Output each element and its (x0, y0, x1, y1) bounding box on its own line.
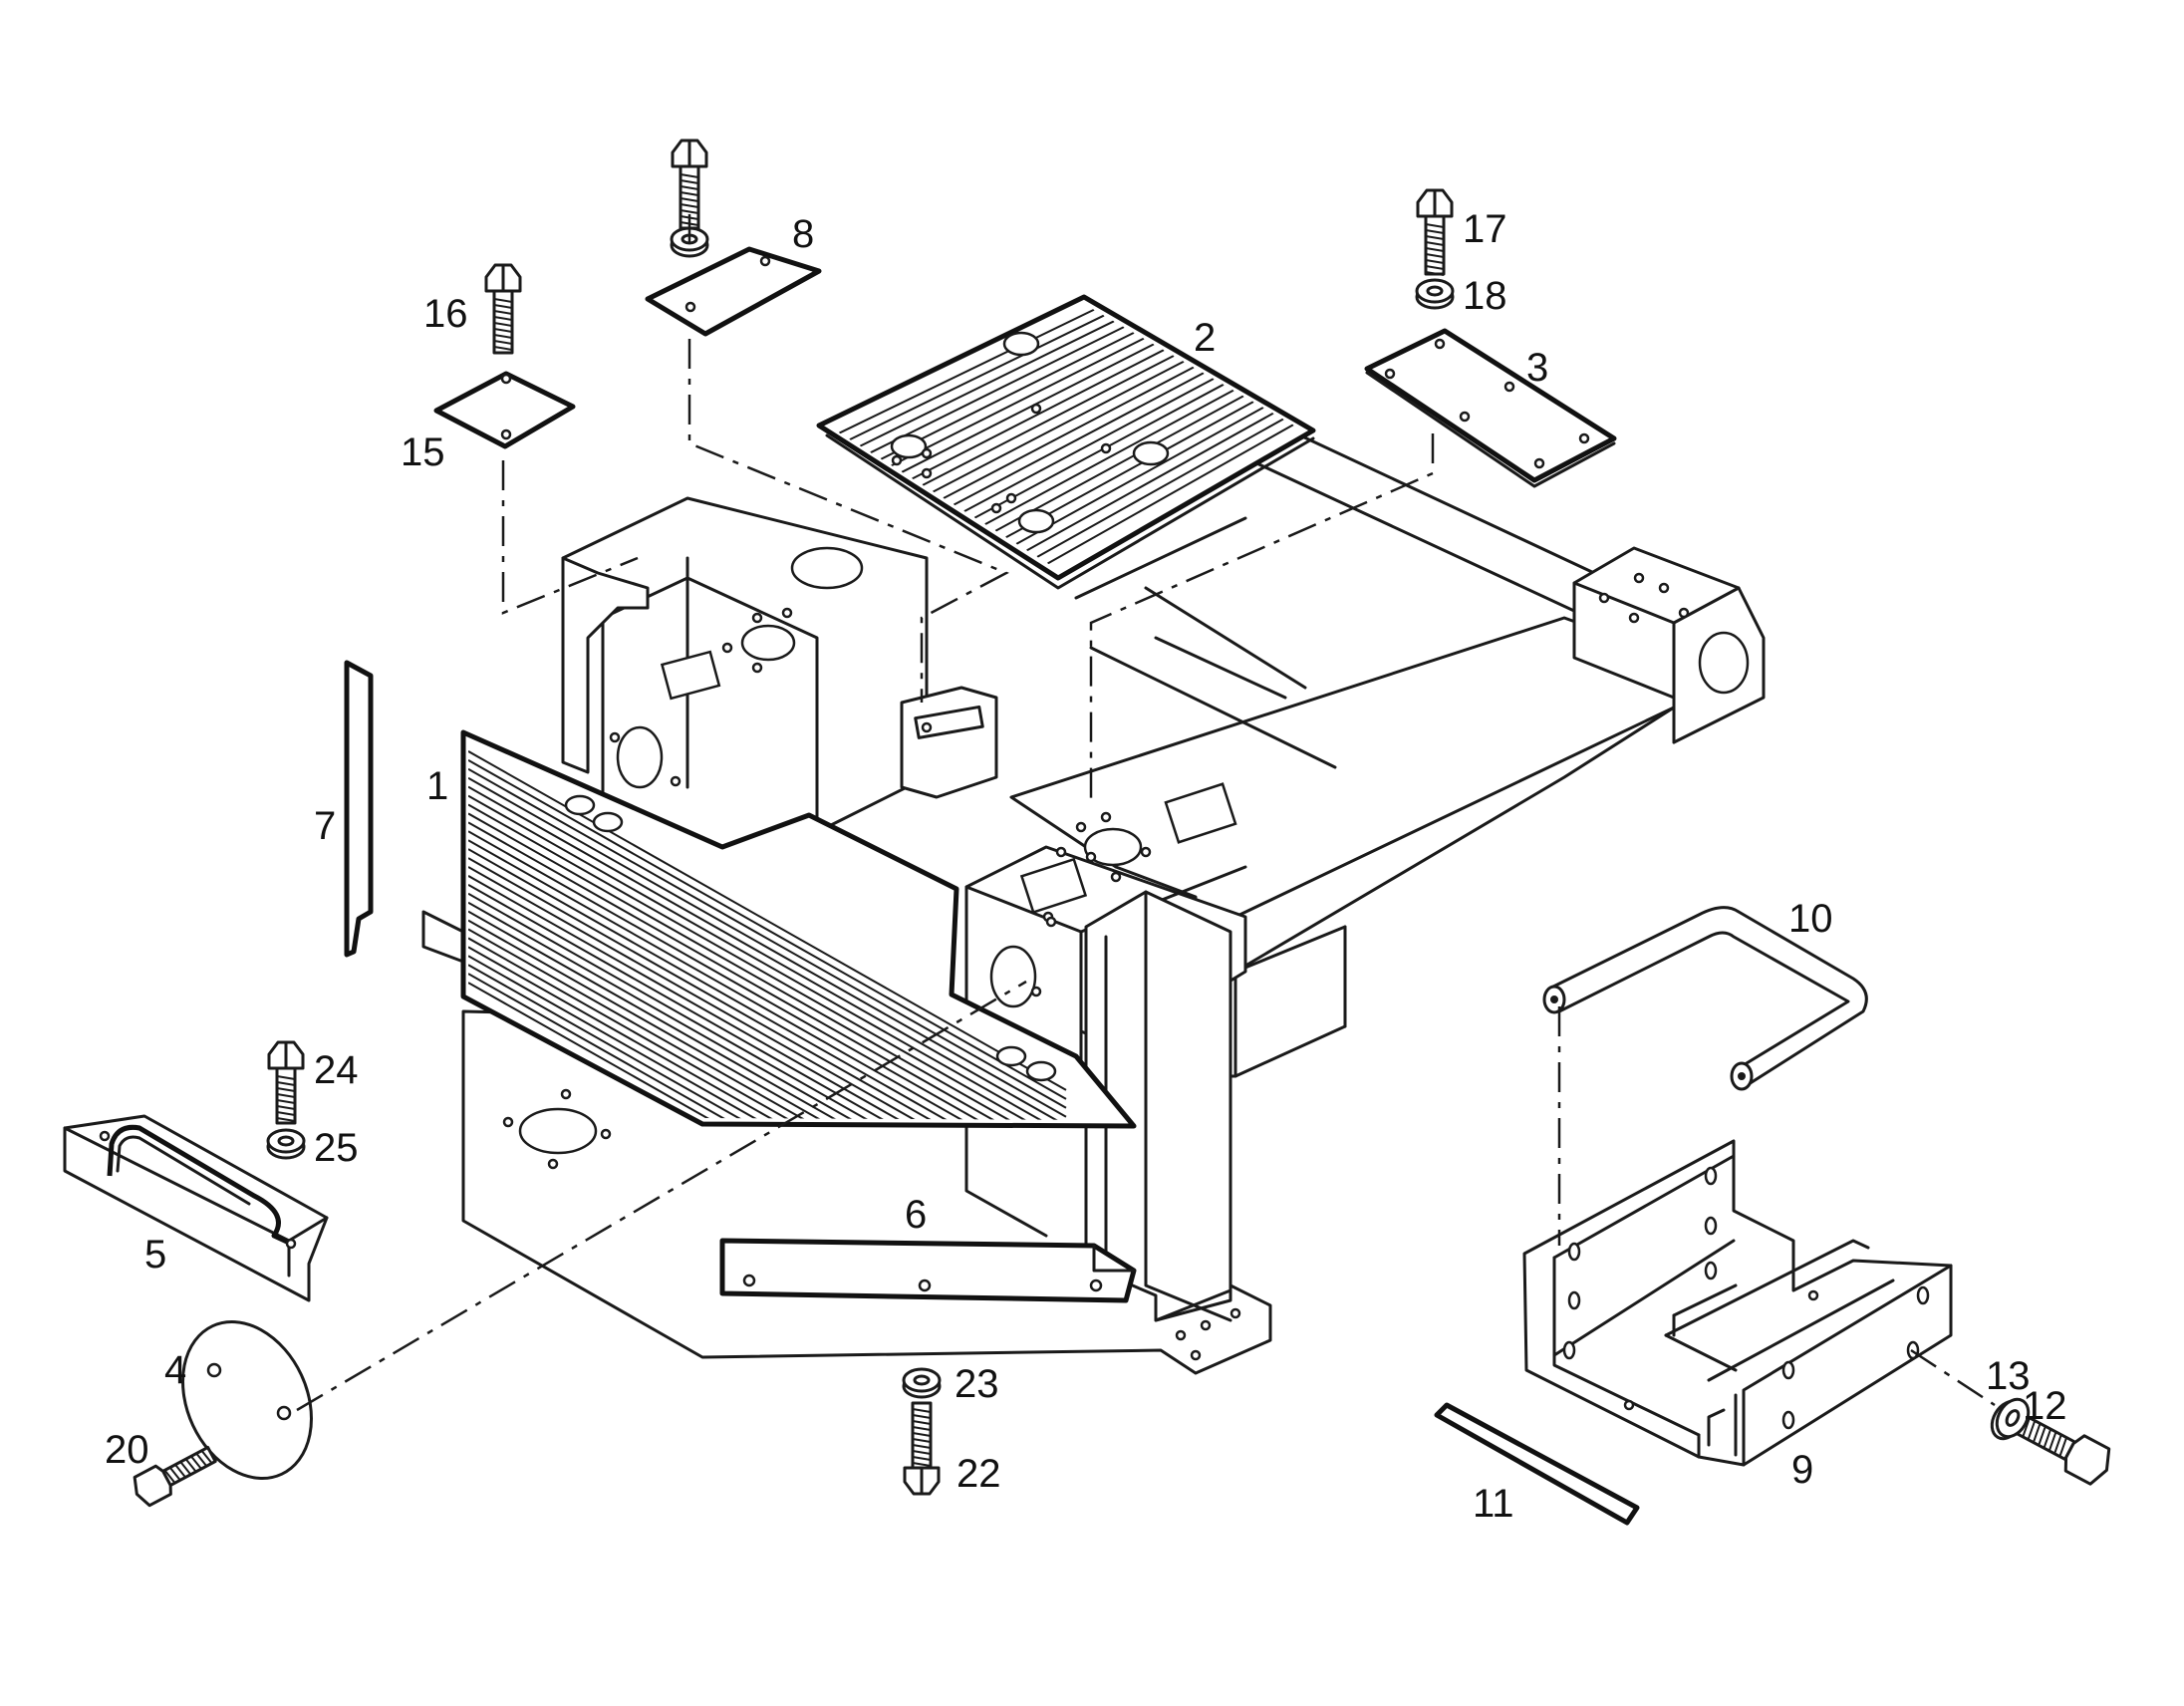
callout-label: 10 (1788, 897, 1833, 941)
callout-label: 23 (955, 1362, 999, 1406)
callout-label: 4 (164, 1348, 186, 1392)
washer-icon (266, 1128, 306, 1160)
callout-label: 5 (144, 1233, 166, 1277)
washer-icon (1415, 278, 1455, 310)
washer-icon (1990, 1397, 2031, 1441)
callouts: 1 2 3 4 5 6 7 8 9 10 11 12 13 15 16 17 1… (105, 207, 2067, 1526)
part-7-strip (344, 660, 374, 958)
callout-label: 9 (1791, 1448, 1813, 1492)
bolt-icon (671, 139, 708, 230)
washer-icon (902, 1367, 942, 1399)
callout-label: 3 (1526, 346, 1548, 390)
bolt-icon (484, 263, 522, 355)
callout-label: 20 (105, 1428, 149, 1472)
bolt-icon (133, 1445, 218, 1508)
frame-left-post (561, 556, 650, 774)
frame-center-bracket (900, 686, 998, 799)
part-2-top-plate (816, 294, 1316, 590)
callout-label: 13 (1986, 1354, 2031, 1398)
part-5-handle-bracket (63, 1114, 329, 1302)
part-10-u-handle (1542, 906, 1868, 1091)
callout-label: 18 (1463, 274, 1507, 318)
part-1-front-plate (460, 729, 1137, 1129)
bolt-icon (1416, 188, 1454, 276)
callout-label: 7 (314, 804, 336, 848)
part-3-plate (1364, 328, 1617, 488)
part-4-cover (181, 1319, 313, 1481)
part-8-plate (645, 246, 822, 337)
callout-label: 12 (2023, 1384, 2067, 1428)
callout-label: 2 (1194, 316, 1216, 360)
part-11-strip (1434, 1402, 1640, 1526)
callout-label: 25 (314, 1126, 359, 1170)
callout-label: 6 (905, 1193, 927, 1237)
bolt-icon (267, 1040, 305, 1125)
callout-label: 24 (314, 1048, 359, 1092)
assembly-lines (296, 214, 1996, 1412)
callout-label: 8 (792, 212, 814, 256)
callout-label: 1 (426, 764, 448, 808)
callout-label: 11 (1473, 1482, 1514, 1526)
part-9-box-bracket (1522, 1139, 1953, 1467)
callout-label: 22 (956, 1452, 1001, 1496)
fasteners (133, 139, 2111, 1508)
bolt-icon (903, 1401, 941, 1496)
part-6-bar (719, 1238, 1137, 1303)
part-15-plate (433, 371, 576, 449)
callout-label: 16 (423, 292, 468, 336)
callout-label: 15 (401, 430, 445, 474)
frame-bearing-block (1572, 546, 1766, 744)
callout-label: 17 (1463, 207, 1507, 251)
